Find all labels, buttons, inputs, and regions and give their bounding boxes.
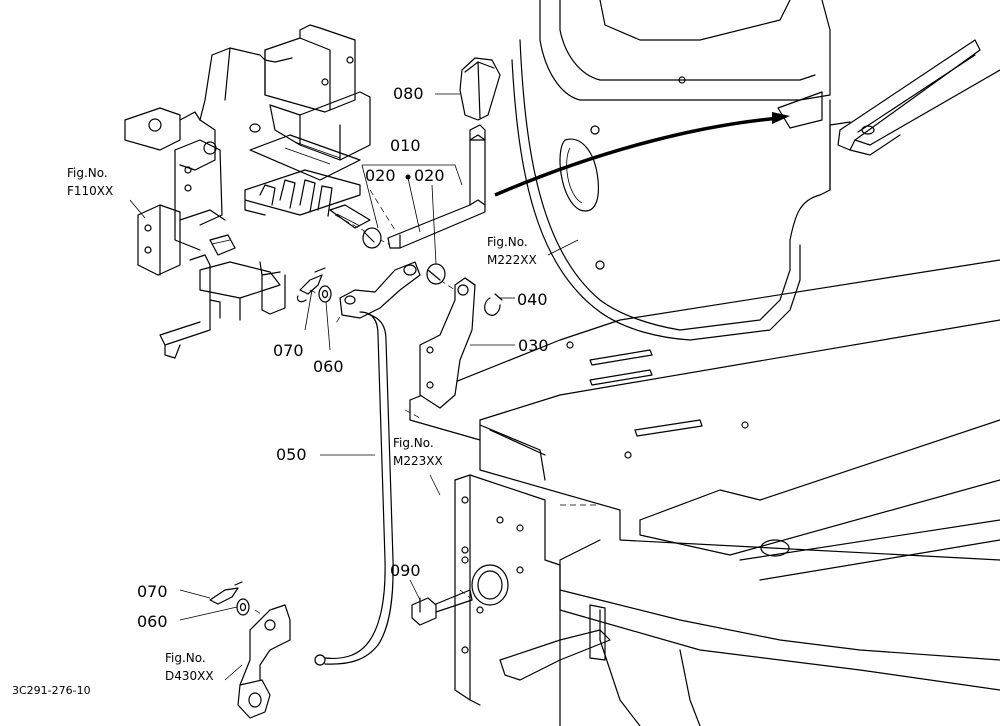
drawing-code: 3C291-276-10 [12, 684, 91, 697]
figref-d430-line1: Fig.No. [165, 651, 206, 665]
pivot-shaft [329, 204, 371, 229]
label-070-lower: 070 [137, 582, 168, 601]
label-060-lower: 060 [137, 612, 168, 631]
label-060-upper: 060 [313, 357, 344, 376]
figref-m223-line1: Fig.No. [393, 436, 434, 450]
floor-plate [409, 259, 1000, 726]
frame-bracket [124, 47, 293, 359]
bushing-020-right [426, 263, 446, 285]
bracket-plate [454, 474, 561, 726]
bolt-090 [411, 589, 473, 626]
figref-f110-line2: F110XX [67, 184, 113, 198]
label-070-upper: 070 [273, 341, 304, 360]
label-050: 050 [276, 445, 307, 464]
label-030: 030 [518, 336, 549, 355]
leader-lines [129, 93, 579, 681]
figref-m222-line2: M222XX [487, 253, 537, 267]
reference-arrow [494, 112, 790, 197]
label-020-right: 020 [414, 166, 445, 185]
figref-f110-line1: Fig.No. [67, 166, 108, 180]
clip-040 [484, 293, 503, 316]
link-arm [339, 261, 421, 319]
figure-references: Fig.No. F110XX Fig.No. M222XX Fig.No. M2… [67, 166, 537, 683]
plate-030 [419, 277, 476, 409]
bushing-020-left [362, 227, 382, 249]
lever-010 [387, 134, 486, 249]
figref-d430-line2: D430XX [165, 669, 214, 683]
figref-m222-line1: Fig.No. [487, 235, 528, 249]
part-labels: 080 010 020 020 040 030 050 070 060 070 … [137, 84, 549, 631]
rod-050 [314, 311, 394, 666]
separator-dot [405, 174, 411, 180]
shift-guide-plate [244, 169, 361, 217]
washer-060-upper [318, 285, 332, 303]
tractor-body [511, 0, 851, 341]
lower-arm [237, 604, 291, 719]
washer-060-lower [236, 598, 250, 616]
label-090: 090 [390, 561, 421, 580]
label-040: 040 [517, 290, 548, 309]
label-020-left: 020 [365, 166, 396, 185]
figref-m223-line2: M223XX [393, 454, 443, 468]
pin-070-lower [209, 581, 243, 605]
knob-080 [459, 57, 501, 141]
pin-070-upper [296, 267, 326, 303]
cover-box [249, 24, 371, 181]
label-010: 010 [390, 136, 421, 155]
label-080: 080 [393, 84, 424, 103]
step-rail [837, 39, 1000, 156]
